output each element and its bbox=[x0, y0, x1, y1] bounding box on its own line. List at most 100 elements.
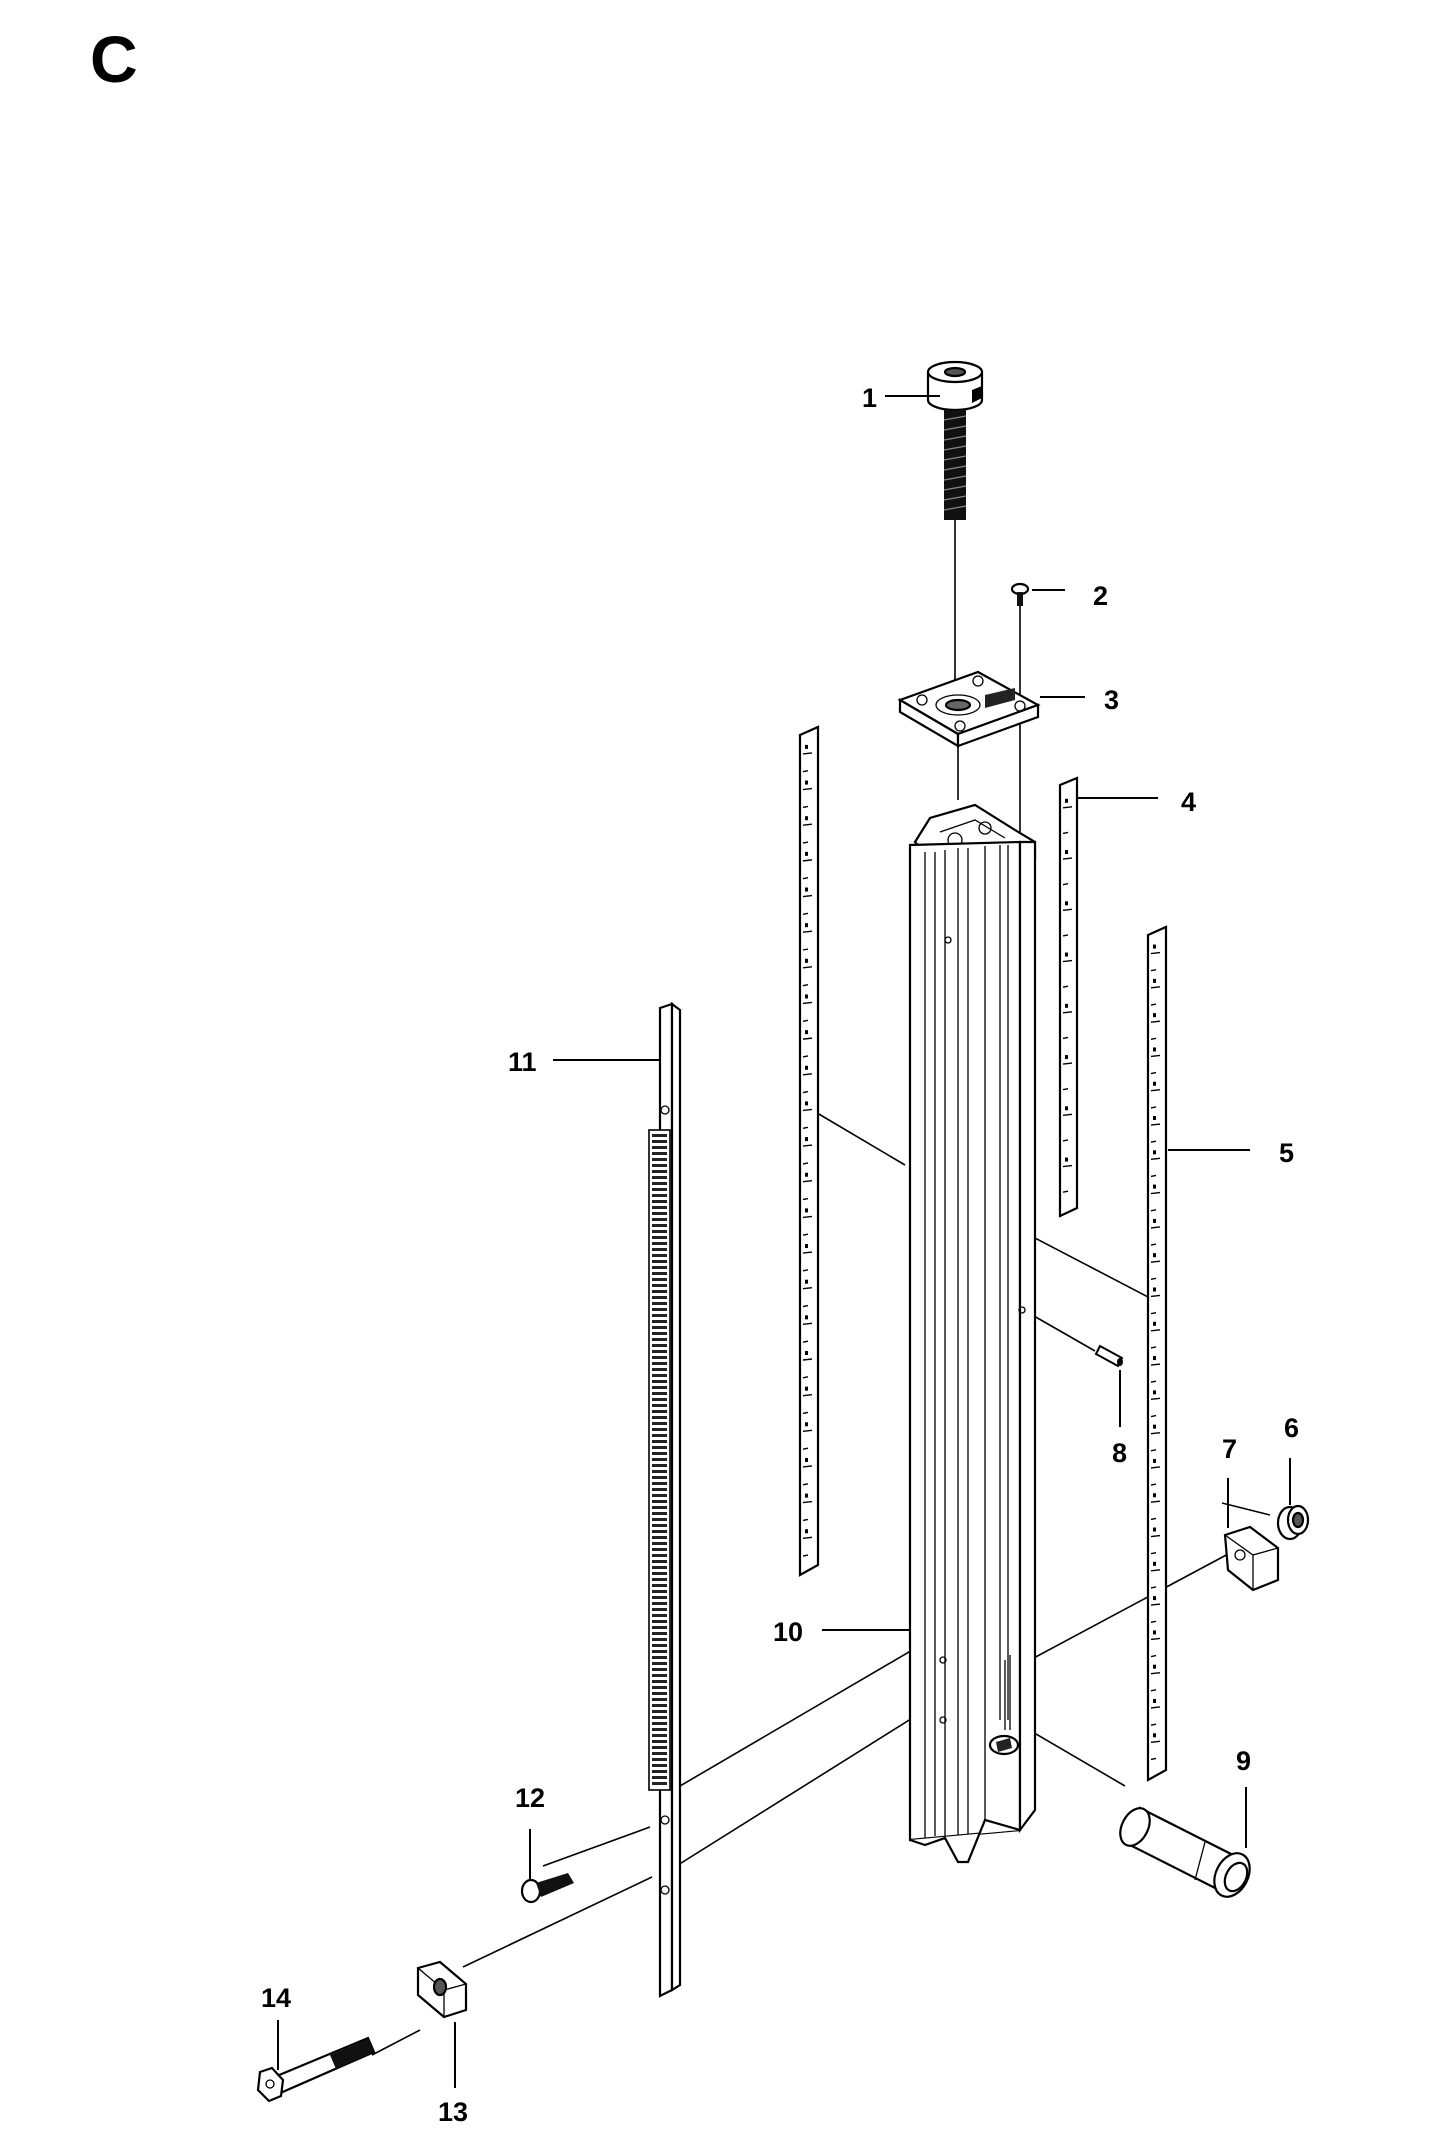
callout-3: 3 bbox=[1104, 685, 1119, 715]
scale-tick bbox=[1150, 1346, 1157, 1349]
scale-tick bbox=[802, 1429, 813, 1433]
scale-tick bbox=[1150, 1414, 1157, 1418]
callout-13: 13 bbox=[438, 2097, 468, 2127]
scale-mark bbox=[1153, 1630, 1156, 1635]
scale-tick bbox=[1150, 1706, 1161, 1709]
scale-tick bbox=[1062, 1088, 1069, 1091]
scale-tick bbox=[1062, 1036, 1069, 1040]
scale-tick bbox=[1062, 959, 1073, 963]
scale-tick bbox=[802, 1536, 813, 1539]
scale-tick bbox=[1150, 1174, 1157, 1178]
scale-tick bbox=[1150, 1329, 1161, 1332]
callout-1: 1 bbox=[862, 383, 877, 413]
scale-tick bbox=[1062, 831, 1069, 835]
scale-tick bbox=[1150, 951, 1161, 955]
scale-tick bbox=[1150, 1277, 1157, 1281]
scale-tick bbox=[1150, 1260, 1161, 1263]
scale-mark bbox=[1153, 1184, 1156, 1189]
scale-tick bbox=[1150, 1226, 1161, 1229]
scale-tick bbox=[1150, 1123, 1161, 1126]
scale-mark bbox=[1153, 1356, 1156, 1361]
scale-mark bbox=[1153, 1218, 1156, 1223]
scale-tick bbox=[1150, 1294, 1161, 1298]
scale-tick bbox=[802, 1162, 809, 1165]
scale-tick bbox=[802, 841, 809, 844]
scale-tick bbox=[1150, 1191, 1161, 1195]
part-11-rack-bar bbox=[648, 1001, 682, 1998]
leader-lines bbox=[277, 395, 1291, 2088]
scale-tick bbox=[1150, 1603, 1161, 1606]
scale-tick bbox=[802, 770, 809, 773]
scale-tick bbox=[1062, 857, 1073, 860]
scale-tick bbox=[1150, 1397, 1161, 1401]
scale-tick bbox=[1150, 1054, 1161, 1058]
scale-tick bbox=[1062, 1139, 1069, 1142]
scale-tick bbox=[1150, 1740, 1161, 1743]
scale-tick bbox=[802, 1358, 813, 1361]
part-10-column bbox=[908, 803, 1037, 1864]
scale-tick bbox=[802, 1322, 813, 1326]
scale-mark bbox=[805, 1529, 808, 1534]
scale-mark bbox=[1065, 798, 1068, 803]
scale-tick bbox=[1150, 1551, 1157, 1555]
scale-tick bbox=[1150, 1449, 1157, 1452]
scale-tick bbox=[802, 966, 813, 969]
scale-mark bbox=[1153, 1664, 1156, 1669]
scale-mark bbox=[1153, 1458, 1156, 1463]
scale-mark bbox=[1065, 1157, 1068, 1162]
part-1-socket-screw bbox=[926, 360, 984, 520]
scale-tick bbox=[1150, 1380, 1157, 1383]
scale-tick bbox=[802, 1001, 813, 1005]
scale-tick bbox=[1150, 1089, 1161, 1092]
callout-5: 5 bbox=[1279, 1138, 1294, 1168]
callout-7: 7 bbox=[1222, 1434, 1237, 1464]
scale-tick bbox=[1150, 1311, 1157, 1315]
scale-tick bbox=[802, 859, 813, 862]
scale-tick bbox=[802, 805, 809, 809]
scale-mark bbox=[805, 887, 808, 892]
part-2-small-screw bbox=[1010, 582, 1030, 606]
scale-tick bbox=[1150, 1431, 1161, 1435]
scale-mark bbox=[805, 816, 808, 821]
scale-tick bbox=[1150, 1020, 1161, 1023]
scale-tick bbox=[802, 912, 809, 916]
scale-mark bbox=[1153, 1116, 1156, 1121]
scale-mark bbox=[1065, 952, 1068, 957]
scale-tick bbox=[1150, 1483, 1157, 1486]
scale-tick bbox=[802, 1233, 809, 1236]
scale-tick bbox=[802, 1197, 809, 1201]
scale-strip-left bbox=[798, 725, 820, 1577]
scale-tick bbox=[1150, 1003, 1157, 1006]
scale-tick bbox=[1062, 1190, 1069, 1193]
part-5-scale-strip bbox=[1146, 925, 1168, 1782]
scale-tick bbox=[802, 1447, 809, 1450]
scale-mark bbox=[805, 1386, 808, 1391]
scale-tick bbox=[802, 1215, 813, 1219]
scale-tick bbox=[802, 1483, 809, 1486]
scale-mark bbox=[1153, 1047, 1156, 1052]
scale-tick bbox=[1150, 1037, 1157, 1040]
scale-mark bbox=[805, 1244, 808, 1249]
scale-tick bbox=[802, 1500, 813, 1504]
part-9-sleeve bbox=[1119, 1806, 1251, 1898]
scale-tick bbox=[1150, 969, 1157, 972]
callout-2: 2 bbox=[1093, 581, 1108, 611]
scale-tick bbox=[802, 752, 813, 755]
scale-mark bbox=[805, 1030, 808, 1035]
scale-tick bbox=[802, 1019, 809, 1022]
scale-tick bbox=[802, 930, 813, 933]
scale-mark bbox=[1065, 1003, 1068, 1008]
scale-mark bbox=[805, 1422, 808, 1427]
scale-tick bbox=[1150, 1586, 1157, 1589]
scale-tick bbox=[802, 1411, 809, 1415]
scale-tick bbox=[1150, 1140, 1157, 1143]
scale-tick bbox=[1150, 1637, 1161, 1641]
part-6-nut bbox=[1276, 1504, 1310, 1541]
scale-tick bbox=[802, 1376, 809, 1379]
scale-mark bbox=[805, 1351, 808, 1355]
scale-mark bbox=[1153, 944, 1156, 949]
section-letter: C bbox=[90, 22, 138, 96]
scale-mark bbox=[805, 1457, 808, 1462]
scale-tick bbox=[1150, 1517, 1157, 1521]
